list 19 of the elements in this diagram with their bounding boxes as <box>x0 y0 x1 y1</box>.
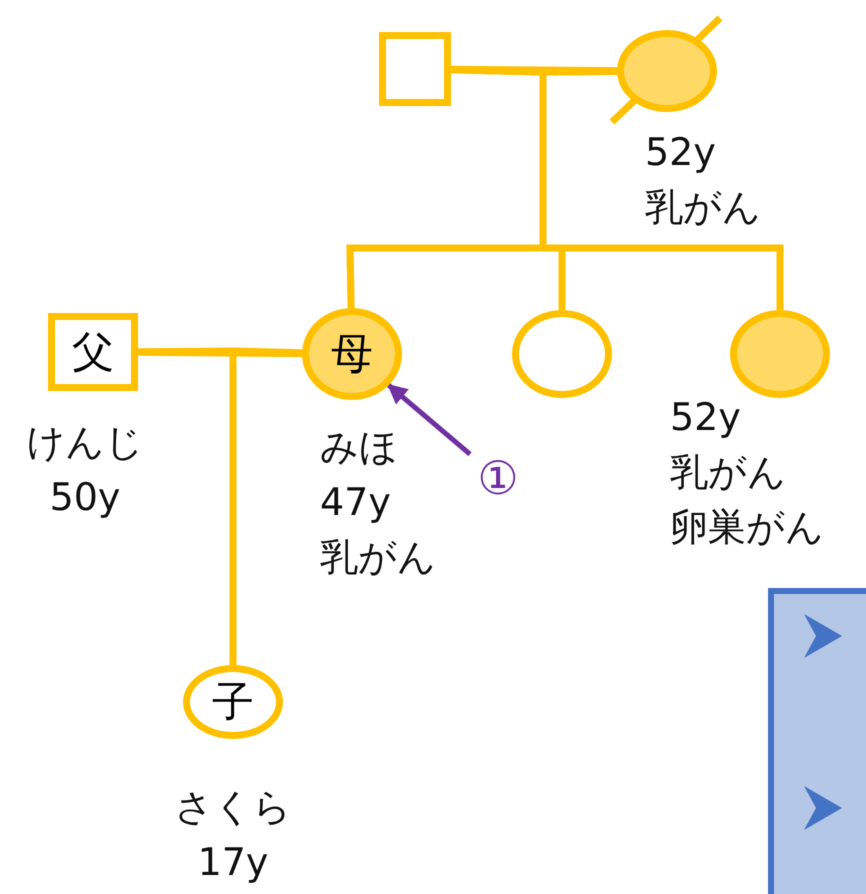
annotation-text: さくら <box>174 784 292 831</box>
male-square <box>48 313 138 391</box>
annotation-text: 卵巣がん <box>670 504 824 551</box>
annotation-text: けんじ <box>26 419 144 466</box>
symbol-label: 父 <box>72 331 114 373</box>
annotation-text: 乳がん <box>645 184 761 231</box>
male-square <box>379 32 451 106</box>
annotation-text: 乳がん <box>670 449 786 496</box>
annotation-text: みほ <box>320 424 398 471</box>
symbol-label: 子 <box>212 681 254 723</box>
symbol-label: 母 <box>331 333 373 375</box>
annotation-text: 17y <box>198 839 268 886</box>
callout-number: ① <box>477 455 519 501</box>
annotation-text: 乳がん <box>320 534 436 581</box>
annotation-text: 52y <box>670 394 741 441</box>
annotation-text: 52y <box>645 129 716 176</box>
arrow <box>387 383 472 456</box>
annotation-text: 50y <box>50 474 120 521</box>
annotation-text: 47y <box>320 479 391 526</box>
